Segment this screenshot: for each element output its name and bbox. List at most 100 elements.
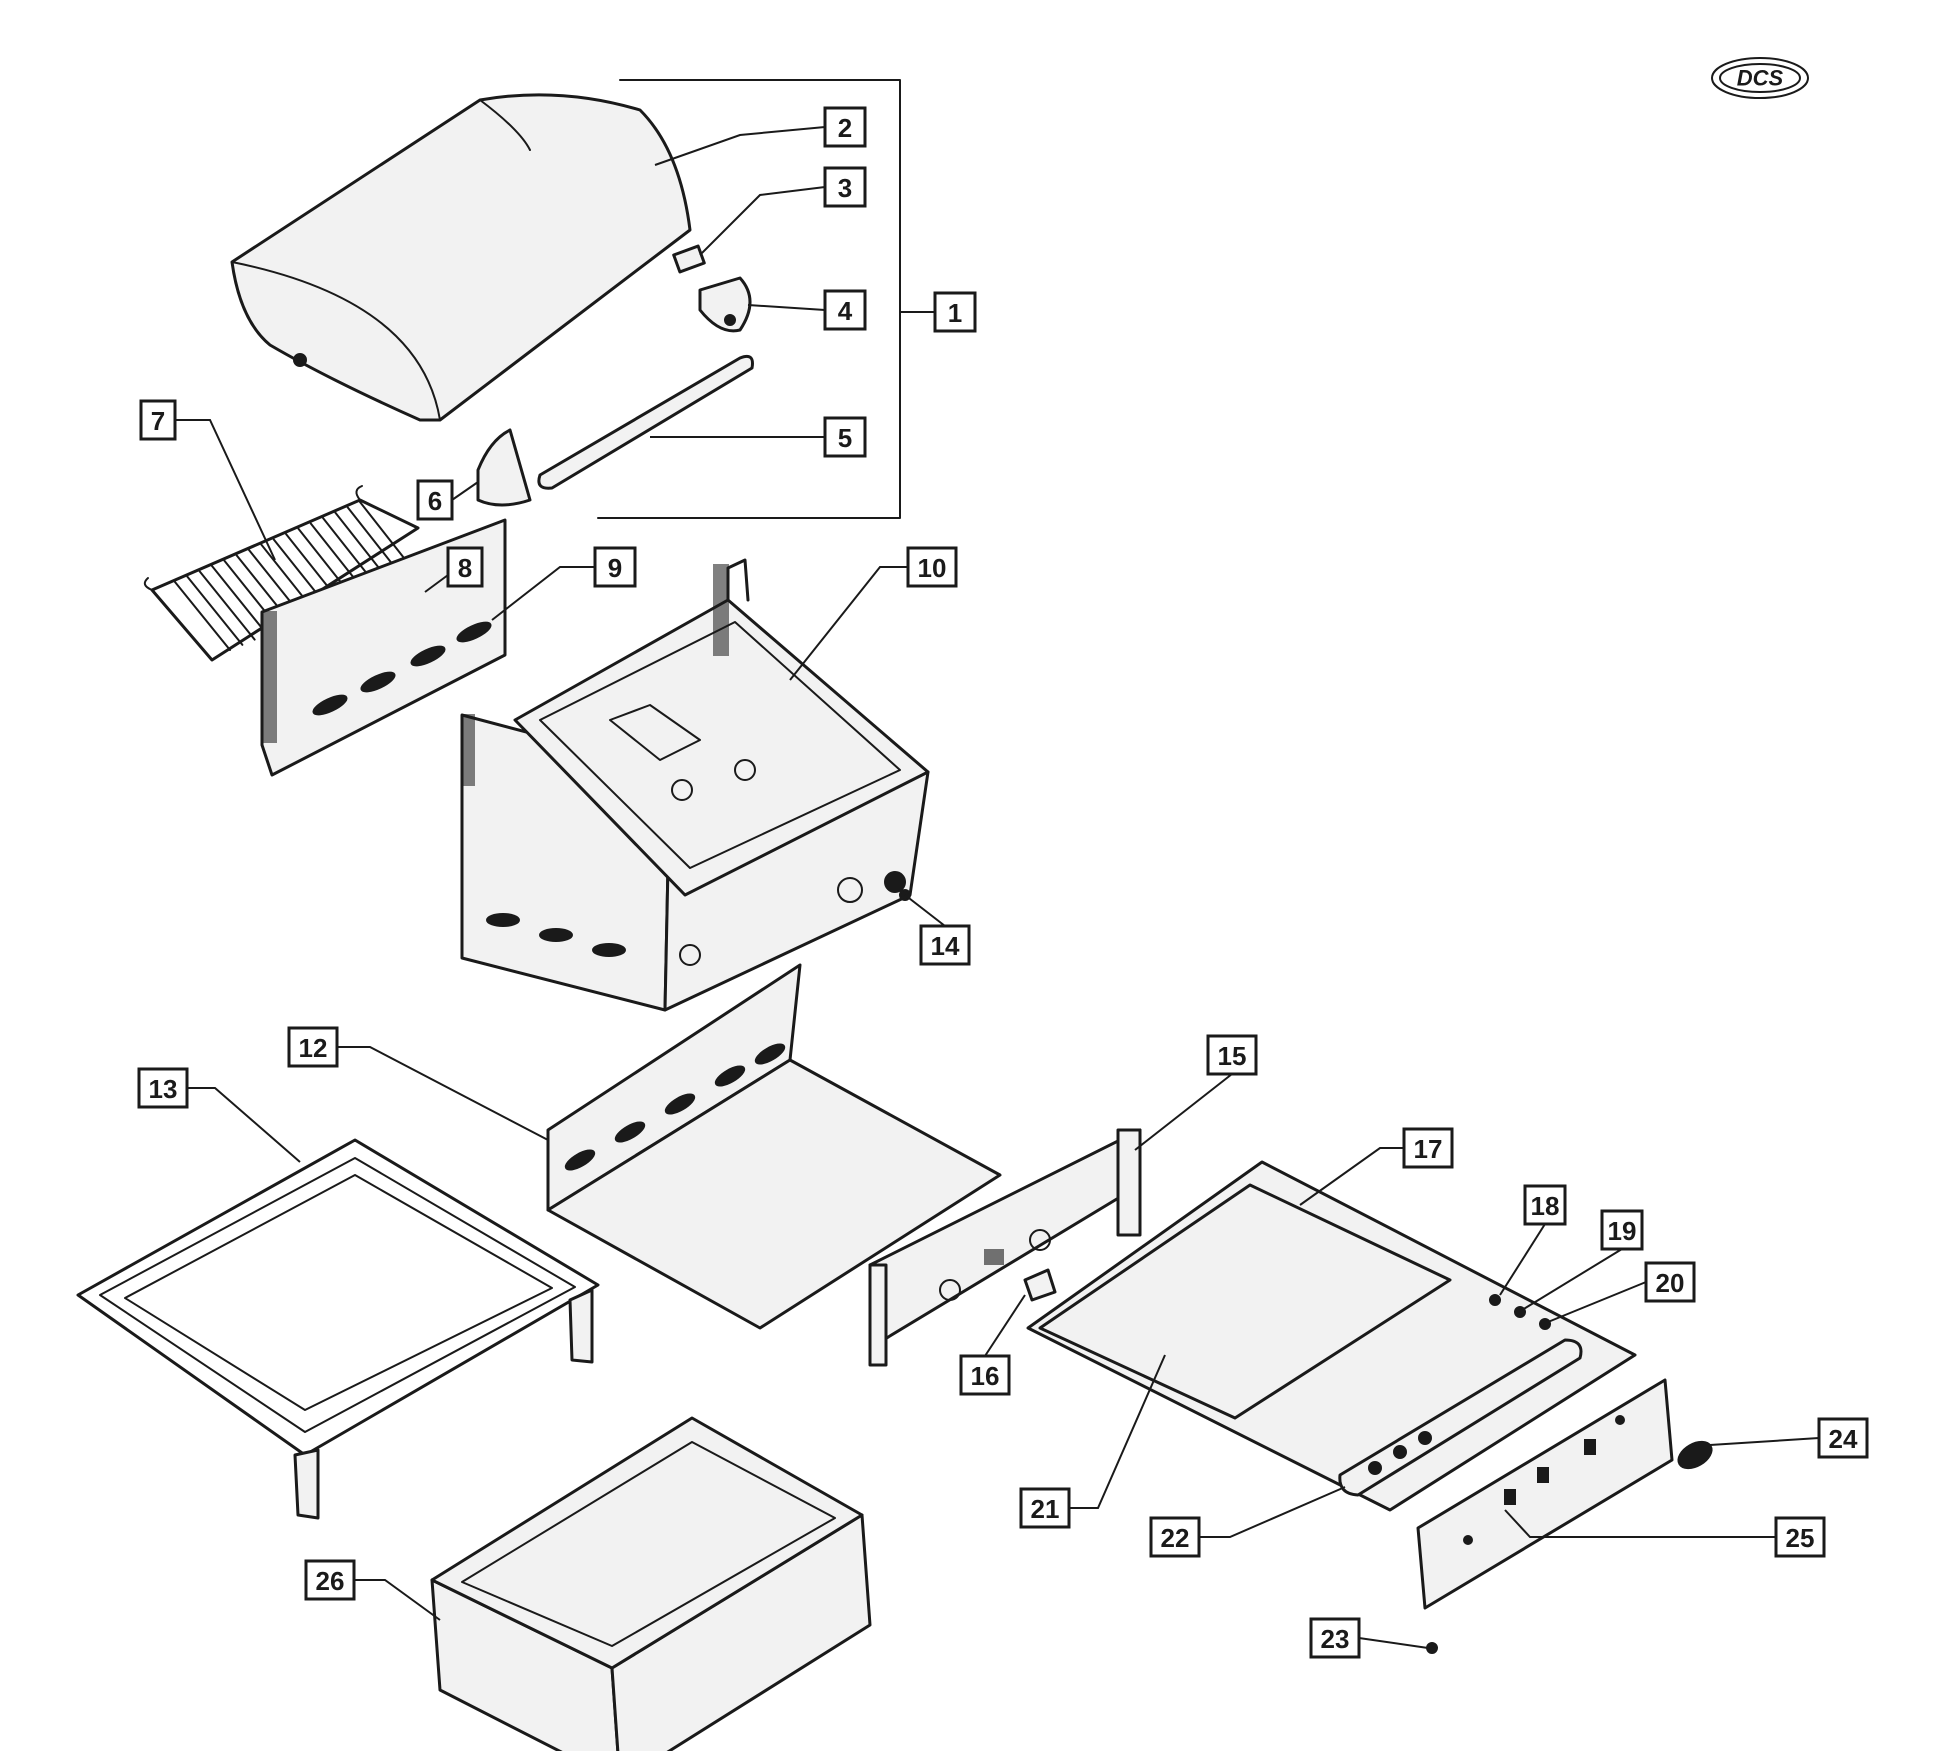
leader-line-12 (337, 1046, 549, 1141)
leader-line-19 (1521, 1248, 1623, 1311)
leader-line-10 (789, 566, 908, 681)
part-support-frame (76, 1138, 600, 1520)
callout-13-box (137, 1067, 189, 1109)
rack-bar (211, 565, 268, 636)
callout-26-label: 26 (316, 1566, 345, 1596)
callout-2: 2 (823, 106, 867, 148)
callout-8-label: 8 (458, 553, 472, 583)
leader-line-15 (1134, 1073, 1233, 1151)
part-handle-end-left (476, 428, 532, 507)
part-handle-clip (672, 244, 706, 274)
leader-line-25 (1504, 1509, 1776, 1538)
leader-line-26 (354, 1579, 441, 1621)
callout-23-box (1309, 1617, 1361, 1659)
leader-line-24 (1709, 1437, 1820, 1446)
callout-3-label: 3 (838, 173, 852, 203)
callout-13-label: 13 (149, 1074, 178, 1104)
callout-26: 26 (304, 1559, 356, 1601)
callout-6-label: 6 (428, 486, 442, 516)
callout-26-box (304, 1559, 356, 1601)
callout-12: 12 (287, 1026, 339, 1068)
callout-17: 17 (1402, 1127, 1454, 1169)
callout-5-box (823, 416, 867, 458)
callout-25: 25 (1774, 1516, 1826, 1558)
callout-14-label: 14 (931, 931, 960, 961)
callout-14: 14 (919, 924, 971, 966)
callout-6: 6 (416, 479, 454, 521)
leader-line-2 (654, 126, 826, 166)
callout-24-box (1817, 1417, 1869, 1459)
callout-12-box (287, 1026, 339, 1068)
leader-line-8 (424, 574, 449, 593)
callout-7-label: 7 (151, 406, 165, 436)
part-handle-end-right (698, 276, 752, 333)
callout-4-box (823, 289, 867, 331)
callout-18-box (1523, 1184, 1567, 1226)
leader-line-4 (747, 304, 826, 311)
leader-line-18 (1499, 1223, 1546, 1296)
callout-2-label: 2 (838, 113, 852, 143)
callout-22: 22 (1149, 1516, 1201, 1558)
part-clip (1023, 1268, 1057, 1302)
brand-logo: DCS (1711, 57, 1809, 99)
callout-1: 1 (933, 291, 977, 333)
part-handle-rod (537, 354, 754, 490)
callout-4: 4 (823, 289, 867, 331)
callout-19-label: 19 (1608, 1216, 1637, 1246)
callout-17-label: 17 (1414, 1134, 1443, 1164)
leader-line-21 (1069, 1354, 1166, 1509)
callout-5: 5 (823, 416, 867, 458)
callout-15: 15 (1206, 1034, 1258, 1076)
leader-line-22 (1199, 1486, 1346, 1538)
callout-23-label: 23 (1321, 1624, 1350, 1654)
callout-18-label: 18 (1531, 1191, 1560, 1221)
callout-16-label: 16 (971, 1361, 1000, 1391)
leader-line-7 (175, 419, 276, 561)
leader-lines (175, 126, 1820, 1649)
leader-line-20 (1547, 1281, 1647, 1323)
callout-19-box (1600, 1209, 1644, 1251)
callout-22-box (1149, 1516, 1201, 1558)
part-panel-screw (1426, 1642, 1438, 1654)
part-hood (230, 93, 692, 422)
callout-18: 18 (1523, 1184, 1567, 1226)
rack-bar (186, 575, 244, 646)
callout-6-box (416, 479, 454, 521)
leader-line-14 (904, 894, 946, 927)
brand-logo-text: DCS (1737, 66, 1784, 91)
callout-5-label: 5 (838, 423, 852, 453)
part-back-panel (260, 518, 507, 777)
leader-line-6 (451, 481, 479, 501)
leader-line-17 (1299, 1147, 1404, 1206)
callout-20: 20 (1644, 1261, 1696, 1303)
callout-24: 24 (1817, 1417, 1869, 1459)
callout-8: 8 (446, 546, 484, 588)
callout-7: 7 (139, 399, 177, 441)
callout-13: 13 (137, 1067, 189, 1109)
callout-16-box (959, 1354, 1011, 1396)
leader-line-23 (1358, 1637, 1429, 1649)
callout-23: 23 (1309, 1617, 1361, 1659)
leader-line-9 (491, 566, 595, 621)
callout-15-box (1206, 1034, 1258, 1076)
callout-2-box (823, 106, 867, 148)
callout-25-label: 25 (1786, 1523, 1815, 1553)
callout-9-box (593, 546, 637, 588)
leader-line-3 (699, 186, 826, 256)
lid-assembly-bracket (597, 79, 901, 519)
callout-24-label: 24 (1829, 1424, 1858, 1454)
callout-20-label: 20 (1656, 1268, 1685, 1298)
callout-19: 19 (1600, 1209, 1644, 1251)
callout-3-box (823, 166, 867, 208)
rack-bar (198, 570, 256, 641)
part-gas-manifold (1338, 1338, 1583, 1497)
callout-21-box (1019, 1487, 1071, 1529)
callout-9: 9 (593, 546, 637, 588)
part-bottom-pan (546, 963, 1002, 1330)
callout-20-box (1644, 1261, 1696, 1303)
callout-8-box (446, 546, 484, 588)
callout-22-label: 22 (1161, 1523, 1190, 1553)
callout-10-box (906, 546, 958, 588)
callout-4-label: 4 (838, 296, 853, 326)
